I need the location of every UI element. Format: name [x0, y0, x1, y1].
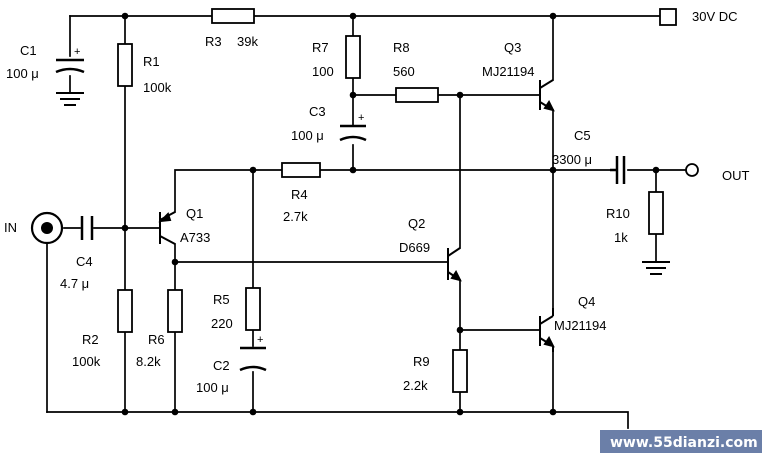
r4-value: 2.7k [283, 209, 308, 224]
input-label: IN [4, 220, 17, 235]
r3-value: 39k [237, 34, 258, 49]
c1-capacitor: + [55, 46, 85, 74]
supply-terminal [659, 8, 677, 26]
r2-value: 100k [72, 354, 101, 369]
supply-label: 30V DC [692, 9, 738, 24]
r2-resistor [117, 289, 133, 333]
c4-capacitor [80, 216, 94, 240]
r5-value: 220 [211, 316, 233, 331]
c1-ref: C1 [20, 43, 37, 58]
r1-ref: R1 [143, 54, 160, 69]
r4-resistor [281, 162, 321, 178]
c5-capacitor [610, 156, 626, 184]
q3-transistor [539, 79, 555, 112]
r1-resistor [117, 43, 133, 87]
r10-value: 1k [614, 230, 628, 245]
r9-resistor [452, 349, 468, 393]
c3-capacitor: + [339, 112, 367, 142]
q3-ref: Q3 [504, 40, 521, 55]
r10-resistor [648, 191, 664, 235]
c1-value: 100 μ [6, 66, 39, 81]
q2-value: D669 [399, 240, 430, 255]
c4-value: 4.7 μ [60, 276, 89, 291]
svg-text:+: + [74, 46, 80, 58]
svg-text:+: + [257, 334, 263, 346]
r6-value: 8.2k [136, 354, 161, 369]
c4-ref: C4 [76, 254, 93, 269]
q4-ref: Q4 [578, 294, 595, 309]
q1-value: A733 [180, 230, 210, 245]
r8-resistor [395, 87, 439, 103]
r6-ref: R6 [148, 332, 165, 347]
q1-transistor [158, 211, 176, 245]
r3-ref: R3 [205, 34, 222, 49]
q3-value: MJ21194 [482, 64, 535, 79]
r10-ref: R10 [606, 206, 630, 221]
input-jack [30, 211, 64, 245]
output-terminal [685, 163, 699, 177]
c2-capacitor: + [239, 334, 267, 372]
r8-ref: R8 [393, 40, 410, 55]
watermark-banner: www.55dianzi.com [600, 430, 762, 453]
r1-value: 100k [143, 80, 172, 95]
r7-ref: R7 [312, 40, 329, 55]
c5-value: 3300 μ [552, 152, 592, 167]
q4-transistor [539, 308, 555, 352]
r5-ref: R5 [213, 292, 230, 307]
r6-resistor [167, 289, 183, 333]
c3-value: 100 μ [291, 128, 324, 143]
ground-symbol-c1 [56, 92, 84, 106]
c5-ref: C5 [574, 128, 591, 143]
r2-ref: R2 [82, 332, 99, 347]
c2-ref: C2 [213, 358, 230, 373]
q4-value: MJ21194 [554, 318, 607, 333]
c3-ref: C3 [309, 104, 326, 119]
r7-resistor [345, 35, 361, 79]
c2-value: 100 μ [196, 380, 229, 395]
watermark-text: www.55dianzi.com [610, 435, 758, 451]
svg-text:+: + [358, 112, 364, 124]
q2-ref: Q2 [408, 216, 425, 231]
r9-value: 2.2k [403, 378, 428, 393]
r3-resistor [211, 8, 255, 24]
r8-value: 560 [393, 64, 415, 79]
r9-ref: R9 [413, 354, 430, 369]
ground-symbol-r10 [642, 261, 670, 275]
r7-value: 100 [312, 64, 334, 79]
q2-transistor [447, 247, 462, 282]
q1-ref: Q1 [186, 206, 203, 221]
junction-dots [121, 12, 660, 416]
output-label: OUT [722, 168, 750, 183]
r4-ref: R4 [291, 187, 308, 202]
r5-resistor [245, 287, 261, 331]
